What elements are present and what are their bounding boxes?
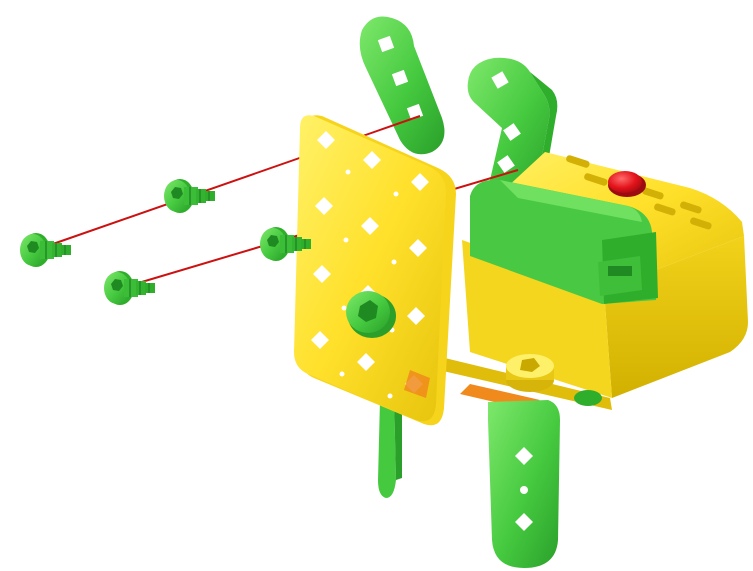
green-arm-lower xyxy=(488,400,560,568)
screw-2 xyxy=(104,271,155,305)
red-button xyxy=(608,171,642,193)
screw-1 xyxy=(20,233,71,267)
screw-3 xyxy=(164,179,215,213)
yellow-plate xyxy=(294,115,456,425)
